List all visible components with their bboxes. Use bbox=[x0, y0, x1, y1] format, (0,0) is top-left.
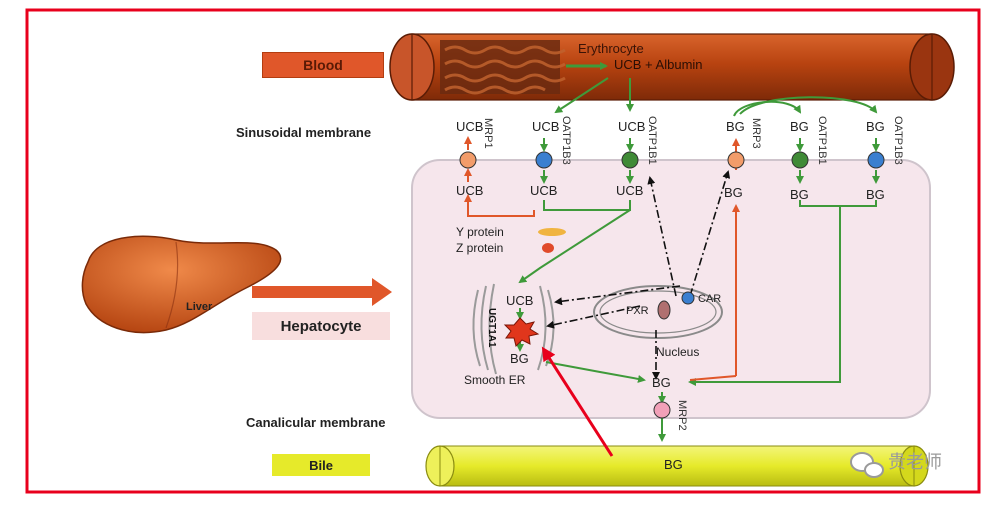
z-protein-label: Z protein bbox=[456, 241, 504, 255]
sinusoidal-membrane-label: Sinusoidal membrane bbox=[236, 125, 372, 140]
mrp3-label: MRP3 bbox=[750, 118, 762, 149]
outer-frame bbox=[25, 8, 981, 494]
blood-tag: Blood bbox=[262, 52, 384, 78]
blood-vessel bbox=[389, 33, 955, 101]
ucb-out-oatp1b3: UCB bbox=[532, 119, 560, 134]
oatp1b3-label-left: OATP1B3 bbox=[560, 116, 572, 165]
watermark-text: 贵老师 bbox=[888, 452, 942, 473]
pxr-receptor bbox=[657, 300, 671, 320]
z-protein-marker bbox=[542, 243, 554, 253]
bile-duct bbox=[425, 445, 929, 487]
mrp2-label: MRP2 bbox=[676, 400, 688, 431]
oatp1b1-label-right: OATP1B1 bbox=[816, 116, 828, 165]
ucb-in-mrp1: UCB bbox=[456, 183, 484, 198]
ucb-albumin-label: UCB + Albumin bbox=[614, 57, 703, 72]
smooth-er-label: Smooth ER bbox=[464, 373, 526, 387]
mrp1-transporter bbox=[459, 151, 477, 169]
oatp1b1-label-left: OATP1B1 bbox=[646, 116, 658, 165]
bg-canalicular-label: BG bbox=[652, 375, 671, 390]
bile-label: Bile bbox=[309, 457, 333, 473]
car-label: CAR bbox=[698, 293, 722, 305]
oatp1b1-transporter-ucb bbox=[621, 151, 639, 169]
mrp2-transporter bbox=[653, 401, 671, 419]
bg-out-oatp1b3: BG bbox=[866, 119, 885, 134]
ucb-in-oatp1b3: UCB bbox=[530, 183, 558, 198]
ucb-out-oatp1b1: UCB bbox=[618, 119, 646, 134]
oatp1b3-transporter-bg bbox=[867, 151, 885, 169]
nucleus bbox=[593, 285, 723, 339]
oatp1b3-label-right: OATP1B3 bbox=[892, 116, 904, 165]
bg-in-mrp3: BG bbox=[724, 185, 743, 200]
bg-in-oatp1b1: BG bbox=[790, 187, 809, 202]
erythrocyte-label: Erythrocyte bbox=[578, 41, 644, 56]
bg-bile-label: BG bbox=[664, 457, 683, 472]
bg-er-label: BG bbox=[510, 351, 529, 366]
ugt1a1-enzyme bbox=[503, 317, 540, 347]
ucb-out-mrp1: UCB bbox=[456, 119, 484, 134]
hepatocyte-label: Hepatocyte bbox=[280, 317, 362, 335]
wechat-icon bbox=[850, 452, 884, 478]
blood-label: Blood bbox=[303, 57, 343, 73]
nucleus-label: Nucleus bbox=[656, 345, 700, 359]
canalicular-membrane-label: Canalicular membrane bbox=[246, 415, 386, 430]
mrp3-transporter bbox=[727, 151, 745, 169]
y-protein-label: Y protein bbox=[456, 225, 504, 239]
bg-out-oatp1b1: BG bbox=[790, 119, 809, 134]
mrp1-label: MRP1 bbox=[482, 118, 494, 149]
bile-tag: Bile bbox=[272, 454, 370, 476]
bg-out-mrp3: BG bbox=[726, 119, 745, 134]
ucb-er-label: UCB bbox=[506, 293, 534, 308]
liver-arrow bbox=[252, 278, 392, 306]
ucb-in-oatp1b1: UCB bbox=[616, 183, 644, 198]
red-pointer-arrow bbox=[541, 346, 614, 457]
y-protein-marker bbox=[538, 228, 566, 236]
bg-in-oatp1b3: BG bbox=[866, 187, 885, 202]
liver-label: Liver bbox=[186, 301, 213, 313]
car-receptor bbox=[681, 291, 695, 305]
liver-organ bbox=[81, 235, 282, 334]
hepatocyte-cell bbox=[411, 159, 931, 419]
ugt1a1-label: UGT1A1 bbox=[486, 308, 497, 348]
hepatocyte-tag: Hepatocyte bbox=[252, 312, 390, 340]
oatp1b3-transporter-ucb bbox=[535, 151, 553, 169]
pxr-label: PXR bbox=[626, 305, 649, 317]
oatp1b1-transporter-bg bbox=[791, 151, 809, 169]
